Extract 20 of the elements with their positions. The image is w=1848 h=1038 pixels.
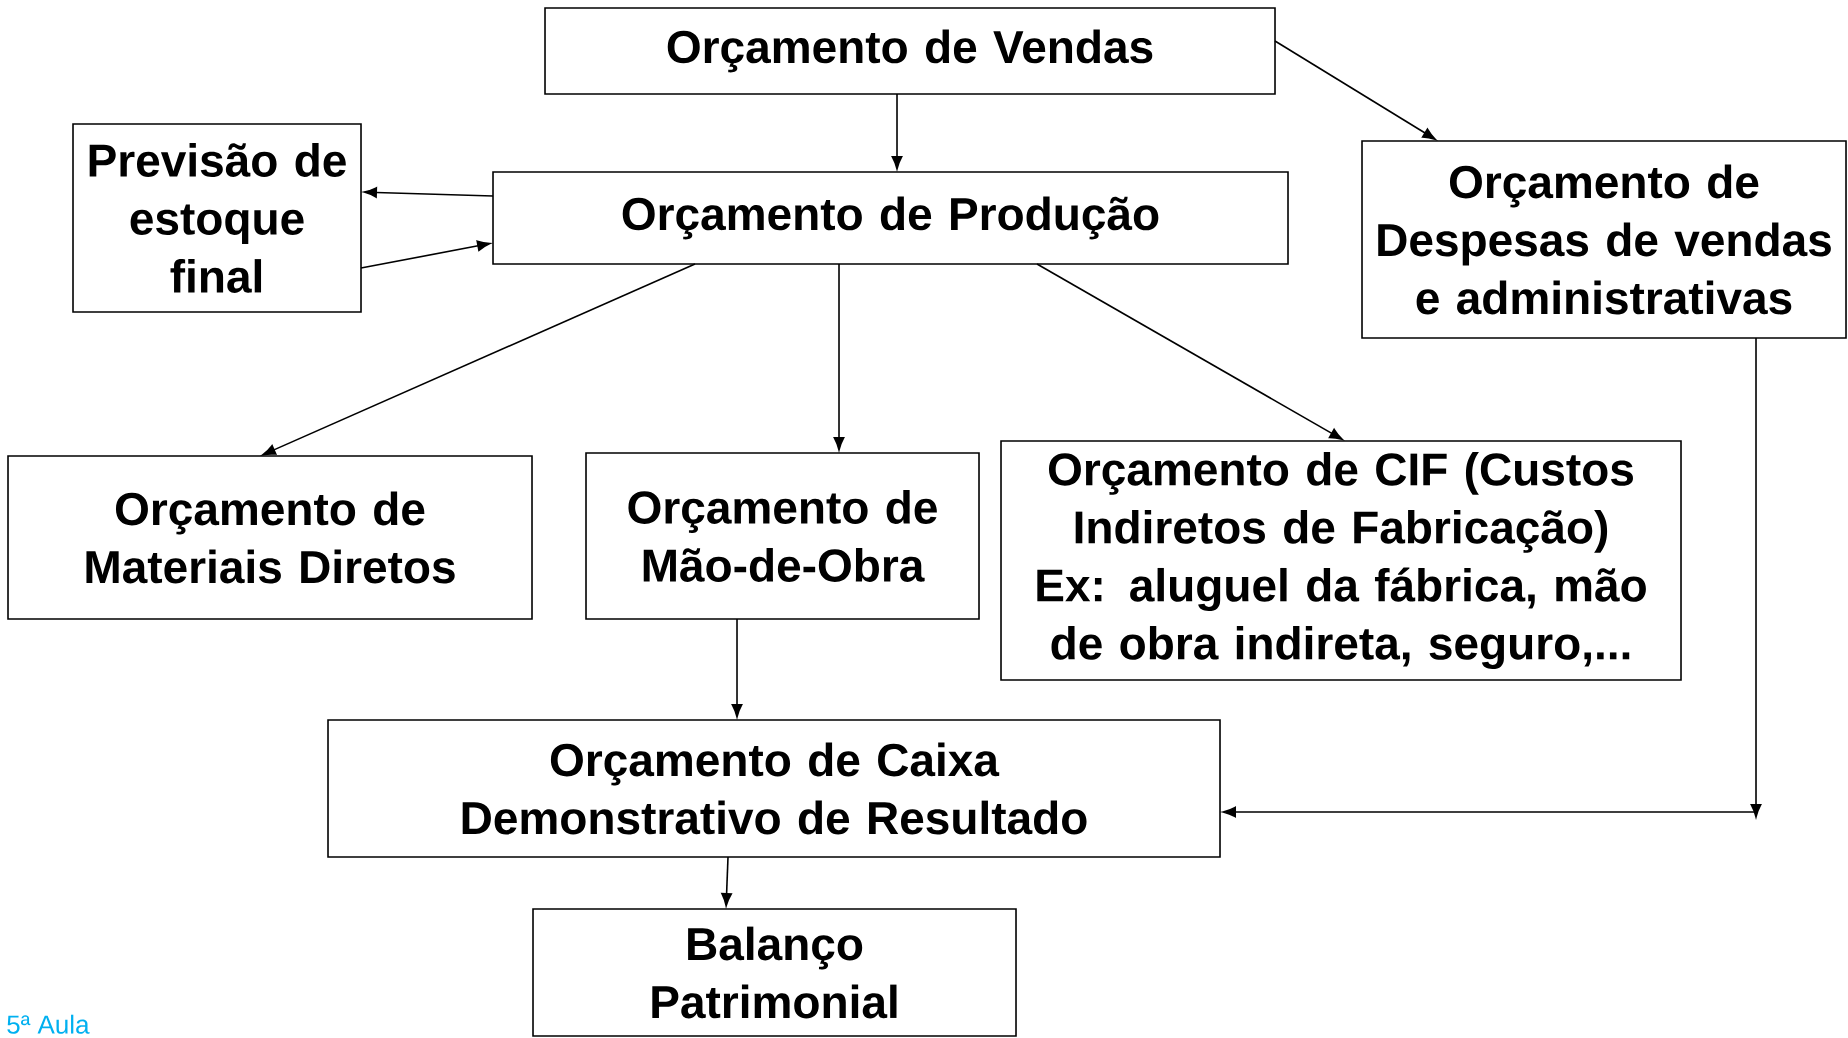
arrow [1222, 337, 1762, 818]
arrow [262, 263, 696, 456]
arrow [360, 240, 491, 269]
arrow [721, 856, 732, 907]
process-box: Orçamento de Caixa Demonstrativo de Resultado [327, 719, 1221, 858]
process-box: Orçamento de CIF (Custos Indiretos de Fabricação) Ex: aluguel da fábrica, mão de obra indireta, seguro,... [1000, 440, 1682, 681]
process-box: Orçamento de Vendas [544, 7, 1276, 95]
process-box: Orçamento de Mão-de-Obra [585, 452, 980, 620]
arrow [833, 263, 845, 451]
arrow [1274, 40, 1436, 141]
arrow [1036, 263, 1343, 441]
process-box: Orçamento de Materiais Diretos [7, 455, 533, 620]
arrow [363, 187, 494, 198]
arrow [731, 618, 743, 718]
process-box: Previsão de estoque final [72, 123, 362, 313]
process-box: Balanço Patrimonial [532, 908, 1017, 1037]
footer-text: 5ª Aula [7, 1014, 90, 1034]
process-box: Orçamento de Produção [492, 171, 1289, 265]
arrow [891, 93, 903, 170]
process-box: Orçamento de Despesas de vendas e administrativas [1361, 140, 1847, 339]
